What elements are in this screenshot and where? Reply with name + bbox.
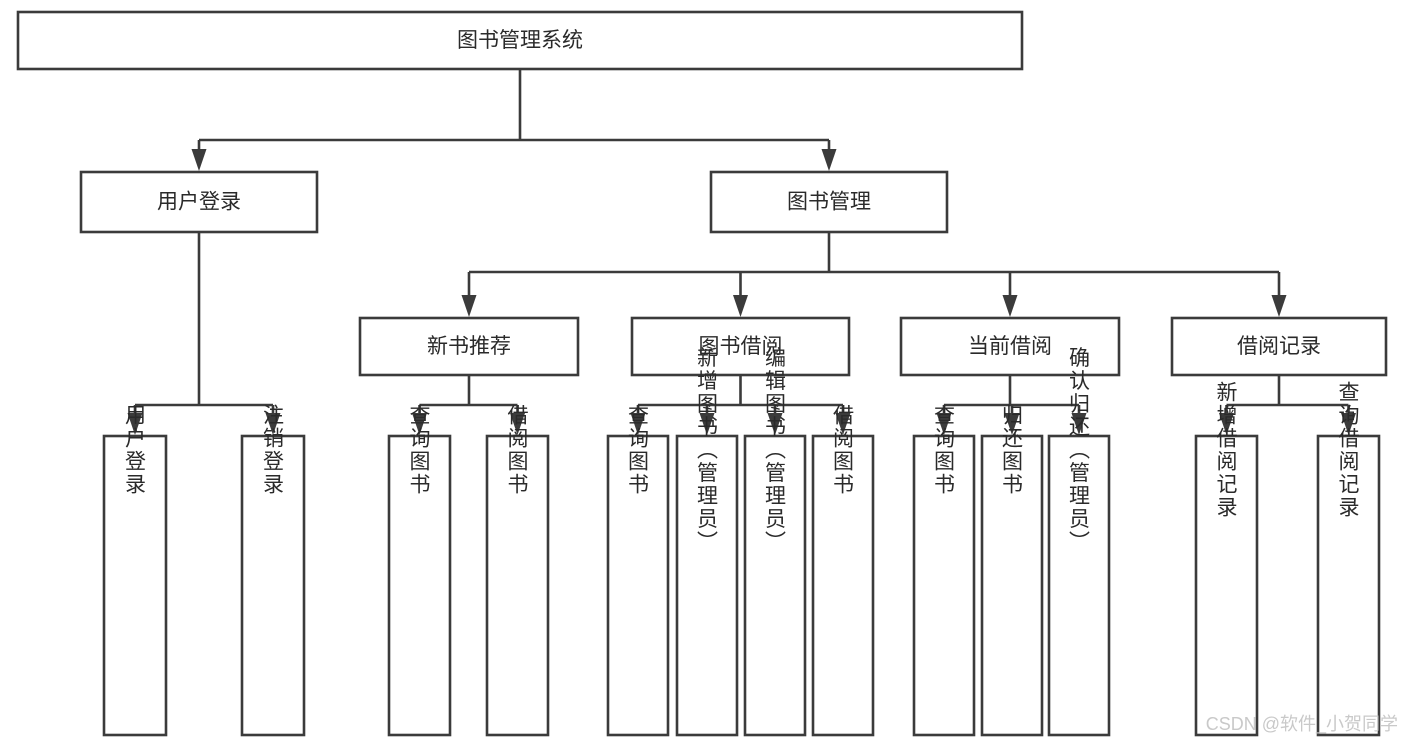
node-leaf-confirm-return[interactable]: 确认归还（管理员）: [1047, 347, 1111, 737]
node-label-leaf-user-login: 用户登录: [123, 404, 147, 496]
node-box-leaf-user-login: [102, 434, 168, 737]
node-label-leaf-user-logout: 注销登录: [261, 404, 285, 496]
node-leaf-return-book[interactable]: 归还图书: [980, 404, 1044, 737]
node-leaf-add-book[interactable]: 新增图书（管理员）: [675, 347, 739, 737]
node-current-borrow[interactable]: 当前借阅: [899, 316, 1121, 377]
node-root[interactable]: 图书管理系统: [16, 10, 1024, 71]
node-label-leaf-add-record: 新增借阅记录: [1214, 381, 1238, 519]
node-leaf-user-logout[interactable]: 注销登录: [240, 404, 306, 737]
node-book-manage[interactable]: 图书管理: [709, 170, 949, 234]
node-label-leaf-return-book: 归还图书: [1000, 404, 1024, 496]
node-box-leaf-confirm-return: [1047, 434, 1111, 737]
node-box-current-borrow: [899, 316, 1121, 377]
edge-group-book-borrow: [630, 375, 851, 435]
node-borrow-record[interactable]: 借阅记录: [1170, 316, 1388, 377]
node-label-current-borrow: 当前借阅: [968, 335, 1052, 358]
node-label-leaf-borrow-book-1: 借阅图书: [505, 404, 529, 496]
node-label-leaf-edit-book: 编辑图书（管理员）: [763, 347, 787, 554]
node-box-root: [16, 10, 1024, 71]
edge-group-root: [191, 69, 837, 171]
node-label-leaf-query-book-2: 查询图书: [626, 404, 650, 496]
node-box-user-login: [79, 170, 319, 234]
node-label-leaf-query-book-3: 查询图书: [932, 404, 956, 496]
node-box-leaf-query-book-3: [912, 434, 976, 737]
node-leaf-borrow-book-2[interactable]: 借阅图书: [811, 404, 875, 737]
node-leaf-edit-book[interactable]: 编辑图书（管理员）: [743, 347, 807, 737]
node-user-login[interactable]: 用户登录: [79, 170, 319, 234]
edge-group-borrow-record: [1219, 375, 1356, 435]
node-leaf-query-book-2[interactable]: 查询图书: [606, 404, 670, 737]
node-box-leaf-borrow-book-2: [811, 434, 875, 737]
node-box-borrow-record: [1170, 316, 1388, 377]
edge-layer: [127, 69, 1356, 435]
node-label-book-borrow: 图书借阅: [699, 335, 783, 358]
node-label-borrow-record: 借阅记录: [1237, 335, 1321, 358]
node-leaf-add-record[interactable]: 新增借阅记录: [1194, 381, 1259, 737]
node-label-leaf-confirm-return: 确认归还（管理员）: [1067, 347, 1091, 554]
node-box-leaf-return-book: [980, 434, 1044, 737]
node-leaf-borrow-book-1[interactable]: 借阅图书: [485, 404, 550, 737]
node-box-book-borrow: [630, 316, 851, 377]
node-box-leaf-edit-book: [743, 434, 807, 737]
node-book-borrow[interactable]: 图书借阅: [630, 316, 851, 377]
csdn-watermark: CSDN @软件_小贺同学: [1206, 714, 1398, 735]
edge-group-current-borrow: [936, 375, 1087, 435]
node-leaf-query-book-3[interactable]: 查询图书: [912, 404, 976, 737]
node-label-leaf-borrow-book-2: 借阅图书: [831, 404, 855, 496]
node-leaf-query-book-1[interactable]: 查询图书: [387, 404, 452, 737]
node-label-user-login: 用户登录: [157, 191, 241, 214]
node-label-leaf-query-record: 查询借阅记录: [1336, 381, 1360, 519]
node-box-leaf-user-logout: [240, 434, 306, 737]
node-box-book-manage: [709, 170, 949, 234]
node-label-leaf-query-book-1: 查询图书: [407, 404, 431, 496]
node-box-new-book-recommend: [358, 316, 580, 377]
node-box-leaf-query-book-2: [606, 434, 670, 737]
node-box-leaf-add-book: [675, 434, 739, 737]
edge-group-user-login: [127, 232, 281, 435]
node-label-new-book-recommend: 新书推荐: [427, 335, 511, 358]
node-label-leaf-add-book: 新增图书（管理员）: [695, 347, 719, 554]
node-new-book-recommend[interactable]: 新书推荐: [358, 316, 580, 377]
edge-group-book-manage: [461, 232, 1287, 317]
node-box-leaf-query-record: [1316, 434, 1381, 737]
node-leaf-query-record[interactable]: 查询借阅记录: [1316, 381, 1381, 737]
node-box-leaf-borrow-book-1: [485, 434, 550, 737]
node-layer: 图书管理系统用户登录图书管理新书推荐图书借阅当前借阅借阅记录用户登录注销登录查询…: [16, 10, 1388, 737]
node-box-leaf-query-book-1: [387, 434, 452, 737]
node-label-book-manage: 图书管理: [787, 191, 871, 214]
node-leaf-user-login[interactable]: 用户登录: [102, 404, 168, 737]
node-box-leaf-add-record: [1194, 434, 1259, 737]
node-label-root: 图书管理系统: [457, 29, 583, 52]
edge-group-new-book-recommend: [412, 375, 525, 435]
